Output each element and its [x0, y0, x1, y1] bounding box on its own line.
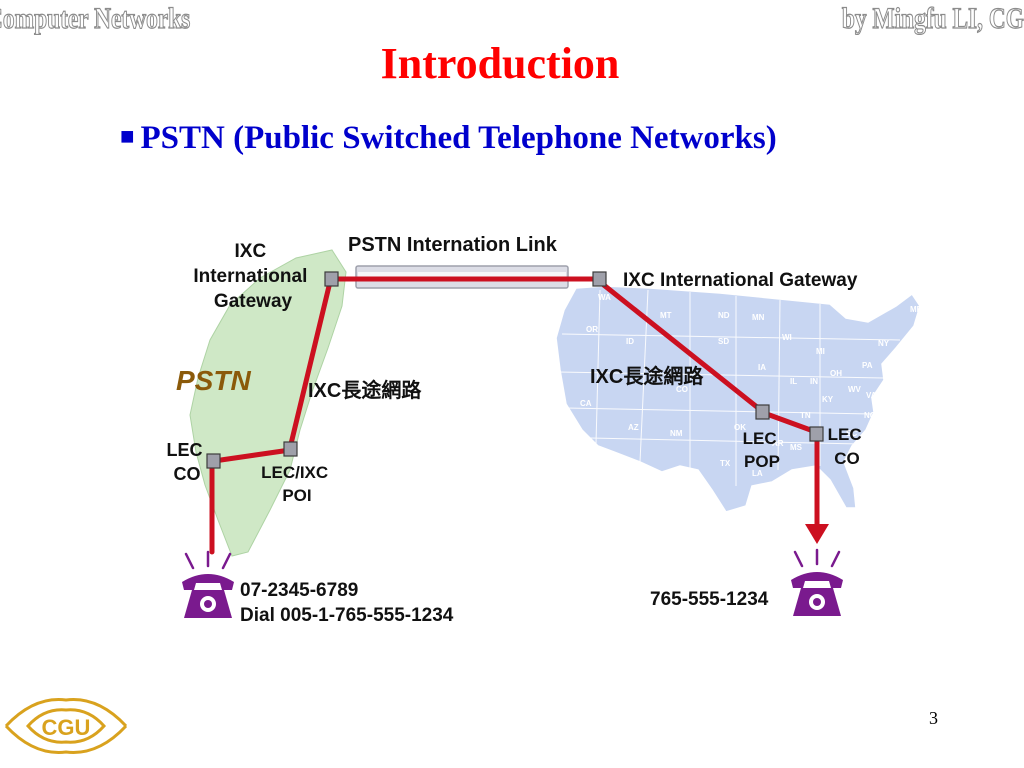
right-gateway-label: IXC International Gateway	[623, 270, 858, 291]
state-label: OR	[586, 325, 598, 334]
pstn-region-label: PSTN	[176, 365, 251, 396]
callee-number: 765-555-1234	[650, 589, 769, 610]
left-ixc-label: IXC長途網路	[308, 378, 422, 402]
bullet-text: PSTN (Public Switched Telephone Networks…	[140, 120, 777, 156]
state-label: MT	[660, 311, 672, 320]
state-label: NY	[878, 339, 890, 348]
caller-number: 07-2345-6789	[240, 580, 358, 601]
state-label: ME	[910, 305, 923, 314]
state-label: SC	[846, 429, 857, 438]
logo-text: CGU	[42, 715, 91, 740]
switch-node-icon	[324, 271, 339, 287]
author-header: by Mingfu LI, CGUEE	[841, 1, 1024, 35]
switch-node-icon	[592, 271, 607, 287]
state-label: IA	[758, 363, 766, 372]
state-labels: WA OR CA ID MT ND MN SD WI MI NY ME IA IL IN OH PA KY WV VA…	[580, 293, 923, 478]
lec-pop-label: LEC POP	[743, 429, 782, 471]
state-label: WA	[598, 293, 611, 302]
state-label: VA	[866, 391, 877, 400]
usa-map	[555, 285, 921, 513]
state-label: MI	[816, 347, 825, 356]
telephone-icon	[182, 550, 234, 618]
state-label: TX	[720, 459, 731, 468]
cgu-logo: CGU	[4, 698, 128, 754]
page-title: Introduction	[380, 39, 620, 88]
dial-instruction: Dial 005-1-765-555-1234	[240, 605, 454, 626]
state-label: SD	[718, 337, 729, 346]
state-label: NM	[670, 429, 683, 438]
state-label: CO	[676, 385, 688, 394]
state-label: OK	[734, 423, 746, 432]
switch-node-icon	[809, 426, 824, 442]
page-number: 3	[929, 708, 938, 728]
course-header: Computer Networks	[0, 1, 191, 35]
link-label: PSTN Internation Link	[348, 234, 558, 256]
bullet-item: ■PSTN (Public Switched Telephone Network…	[120, 120, 777, 157]
state-label: MS	[790, 443, 803, 452]
state-label: IN	[810, 377, 818, 386]
state-label: WV	[848, 385, 862, 394]
poi-label: LEC/IXC POI	[261, 463, 333, 505]
switch-node-icon	[206, 453, 221, 469]
state-label: AR	[772, 439, 784, 448]
state-label: TN	[800, 411, 811, 420]
right-ixc-label: IXC長途網路	[590, 364, 704, 388]
left-gateway-label: IXC International Gateway	[193, 241, 312, 312]
state-label: AZ	[628, 423, 639, 432]
state-label: CA	[580, 399, 592, 408]
switch-node-icon	[283, 441, 298, 457]
arrow-down-icon	[805, 524, 829, 544]
state-label: ID	[626, 337, 634, 346]
state-label: MN	[752, 313, 765, 322]
state-label: OH	[830, 369, 842, 378]
state-label: NC	[864, 411, 876, 420]
bullet-marker: ■	[120, 124, 135, 150]
connection-lines	[209, 276, 820, 555]
taiwan-map	[189, 249, 347, 557]
state-label: ND	[718, 311, 730, 320]
telephone-icon	[791, 548, 843, 616]
state-label: KY	[822, 395, 834, 404]
switch-node-icon	[755, 404, 770, 420]
state-label: IL	[790, 377, 797, 386]
lec-co-label: LEC CO	[166, 440, 207, 484]
state-label: LA	[752, 469, 763, 478]
right-lec-co-label: LEC CO	[828, 425, 867, 468]
state-label: PA	[862, 361, 873, 370]
state-label: WI	[782, 333, 792, 342]
